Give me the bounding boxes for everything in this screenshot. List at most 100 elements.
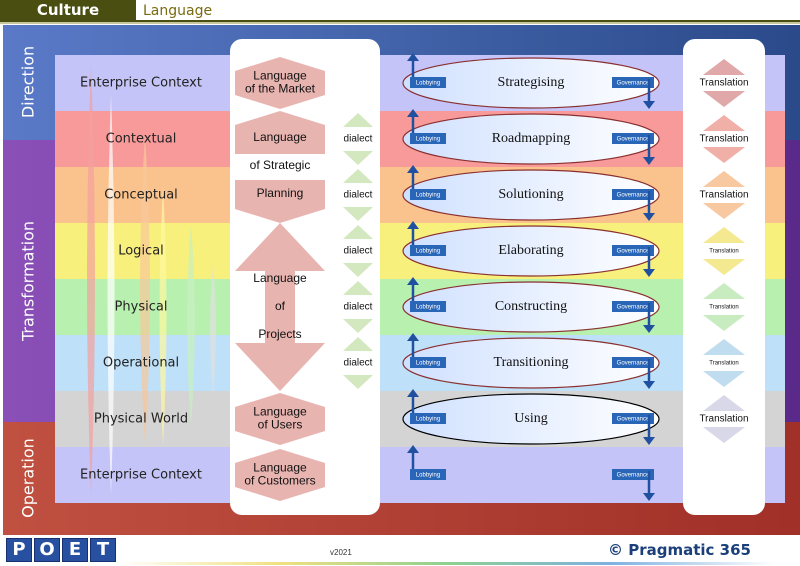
translation-arrow-up-0 xyxy=(703,59,745,75)
activity-label-5: Transitioning xyxy=(494,355,569,370)
language-users-text-line-0: Language xyxy=(253,405,307,419)
layer-spike-3 xyxy=(159,185,167,445)
footer-gradient-bar xyxy=(115,562,775,565)
dialect-arrow-up-5 xyxy=(343,337,373,351)
governance-box-7 xyxy=(612,469,654,480)
governance-arrowhead-3 xyxy=(643,269,655,277)
governance-label-7: Governance xyxy=(617,473,650,479)
phase-label-transformation: Transformation xyxy=(19,221,38,342)
dialect-label-2: dialect xyxy=(344,190,373,201)
language-strategic-text-line-0: Language xyxy=(253,130,307,144)
language-users-shape xyxy=(235,393,325,445)
lobbying-label-5: Lobbying xyxy=(416,361,440,367)
diagram-canvas: DirectionTransformationOperationEnterpri… xyxy=(3,25,800,535)
translation-arrow-up-2 xyxy=(703,171,745,187)
layer-label-3: Logical xyxy=(118,244,164,259)
language-projects-shape xyxy=(235,223,325,391)
activity-oval-2 xyxy=(402,169,660,221)
dialect-arrow-down-1 xyxy=(343,151,373,165)
translation-label-3: Translation xyxy=(709,249,738,255)
lobbying-label-0: Lobbying xyxy=(416,81,440,87)
lobbying-label-6: Lobbying xyxy=(416,417,440,423)
translation-arrow-down-6 xyxy=(703,427,745,443)
activity-oval-6 xyxy=(402,393,660,445)
layer-spike-4 xyxy=(187,225,195,425)
activity-oval-0 xyxy=(402,57,660,109)
dialect-arrow-down-4 xyxy=(343,319,373,333)
dialect-label-1: dialect xyxy=(344,134,373,145)
translation-label-0: Translation xyxy=(699,78,748,89)
lobbying-box-2 xyxy=(410,189,446,200)
language-market-text-line-0: Language xyxy=(253,69,307,83)
governance-box-2 xyxy=(612,189,654,200)
language-strategic-gap xyxy=(235,154,325,180)
governance-arrowhead-7 xyxy=(643,493,655,501)
header: Culture Language xyxy=(0,0,800,24)
header-rule xyxy=(136,20,800,23)
culture-tab[interactable]: Culture xyxy=(0,0,136,22)
governance-box-5 xyxy=(612,357,654,368)
governance-label-0: Governance xyxy=(617,81,650,87)
dialect-arrow-up-1 xyxy=(343,113,373,127)
translation-label-5: Translation xyxy=(709,361,738,367)
dialect-label-4: dialect xyxy=(344,302,373,313)
lobbying-arrowhead-6 xyxy=(407,389,419,397)
poet-letter-t: T xyxy=(90,538,116,562)
lobbying-arrowhead-1 xyxy=(407,109,419,117)
translation-arrow-up-5 xyxy=(703,339,745,355)
activity-oval-1 xyxy=(402,113,660,165)
dialect-label-3: dialect xyxy=(344,246,373,257)
footer: P O E T v2021 © Pragmatic 365 xyxy=(0,535,800,566)
language-projects-text-line-0: Language xyxy=(253,271,307,285)
layer-label-7: Enterprise Context xyxy=(80,468,202,483)
lobbying-label-4: Lobbying xyxy=(416,305,440,311)
governance-box-1 xyxy=(612,133,654,144)
layer-label-0: Enterprise Context xyxy=(80,76,202,91)
activity-oval-3 xyxy=(402,225,660,277)
layer-spike-2 xyxy=(140,135,150,445)
lobbying-label-2: Lobbying xyxy=(416,193,440,199)
language-customers-text-line-1: of Customers xyxy=(244,474,315,488)
translation-arrow-down-5 xyxy=(703,371,745,387)
language-customers-shape xyxy=(235,449,325,501)
translation-arrow-down-1 xyxy=(703,147,745,163)
lobbying-arrowhead-3 xyxy=(407,221,419,229)
layer-spike-1 xyxy=(107,95,115,495)
language-strategic-text-line-1: of Strategic xyxy=(250,158,311,172)
lobbying-box-6 xyxy=(410,413,446,424)
dialect-arrow-up-4 xyxy=(343,281,373,295)
translation-arrow-up-4 xyxy=(703,283,745,299)
poet-letter-o: O xyxy=(34,538,60,562)
layer-label-4: Physical xyxy=(115,300,168,315)
translation-arrow-up-6 xyxy=(703,395,745,411)
language-customers-text-line-0: Language xyxy=(253,461,307,475)
governance-arrowhead-2 xyxy=(643,213,655,221)
translation-arrow-down-4 xyxy=(703,315,745,331)
dialect-arrow-down-3 xyxy=(343,263,373,277)
language-users-text-line-1: of Users xyxy=(258,418,303,432)
layer-label-1: Contextual xyxy=(106,132,177,147)
header-rule-light xyxy=(0,22,800,24)
lobbying-arrowhead-2 xyxy=(407,165,419,173)
lobbying-label-1: Lobbying xyxy=(416,137,440,143)
translation-panel xyxy=(683,39,765,515)
poet-letter-e: E xyxy=(62,538,88,562)
governance-label-2: Governance xyxy=(617,193,650,199)
lobbying-arrowhead-0 xyxy=(407,53,419,61)
translation-arrow-down-0 xyxy=(703,91,745,107)
language-strategic-text-line-2: Planning xyxy=(257,186,304,200)
governance-label-1: Governance xyxy=(617,137,650,143)
layer-label-5: Operational xyxy=(103,356,179,371)
governance-box-4 xyxy=(612,301,654,312)
dialect-arrow-up-3 xyxy=(343,225,373,239)
activity-label-1: Roadmapping xyxy=(492,131,571,146)
language-market-shape xyxy=(235,57,325,109)
lobbying-box-3 xyxy=(410,245,446,256)
version-label: v2021 xyxy=(330,548,352,557)
governance-arrowhead-0 xyxy=(643,101,655,109)
layer-label-2: Conceptual xyxy=(104,188,178,203)
activity-label-4: Constructing xyxy=(495,299,567,314)
poet-letter-p: P xyxy=(6,538,32,562)
translation-label-4: Translation xyxy=(709,305,738,311)
translation-label-6: Translation xyxy=(699,414,748,425)
